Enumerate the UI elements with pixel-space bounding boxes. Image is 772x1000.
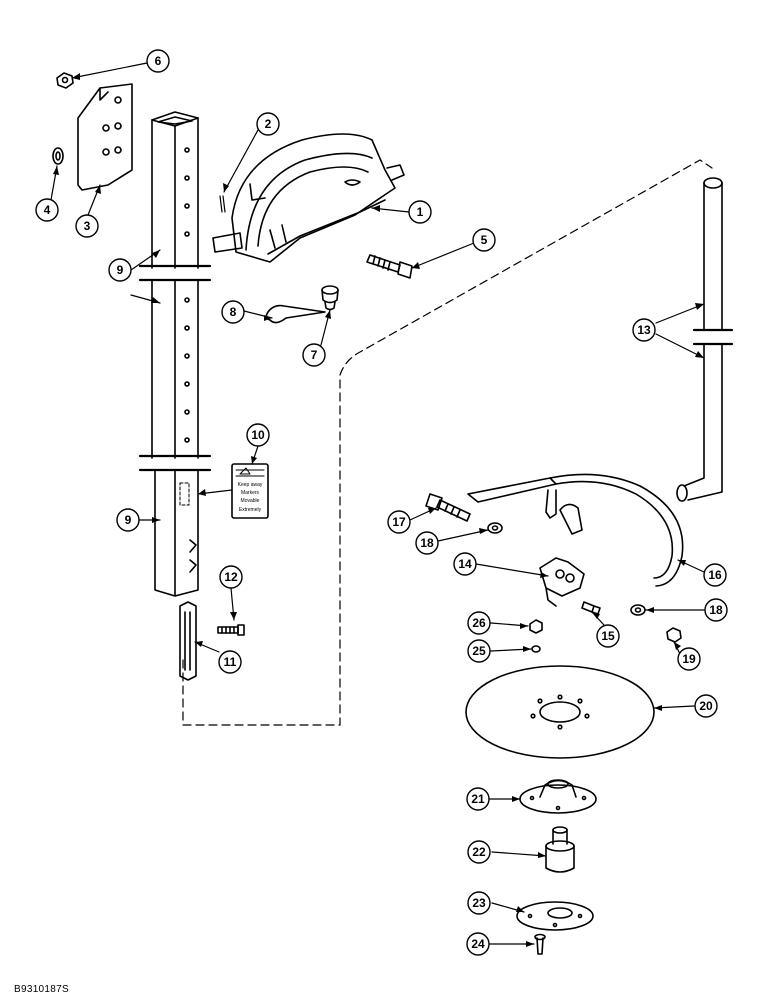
hub-14 xyxy=(539,557,585,607)
bushing-7 xyxy=(321,285,339,311)
decal xyxy=(231,463,269,519)
shield xyxy=(212,133,405,263)
washer-4 xyxy=(52,147,64,165)
callout-18b: 18 xyxy=(709,603,723,617)
pin-2 xyxy=(219,195,226,213)
washer-18b xyxy=(630,604,646,616)
decal-line-2: Markers xyxy=(241,490,260,496)
hair-pin-8 xyxy=(265,304,326,324)
callout-21: 21 xyxy=(471,792,485,806)
callout-3: 3 xyxy=(84,219,91,233)
callout-10: 10 xyxy=(251,428,265,442)
scraper xyxy=(467,473,684,587)
leader-lines xyxy=(50,62,705,945)
decal-line-4: Extremely xyxy=(239,507,262,513)
callout-17: 17 xyxy=(392,515,406,529)
marker-clip xyxy=(179,601,197,681)
callout-6: 6 xyxy=(155,54,162,68)
callout-9b: 9 xyxy=(125,513,132,527)
callout-15: 15 xyxy=(601,629,615,643)
callout-12: 12 xyxy=(224,570,238,584)
callout-26: 26 xyxy=(472,616,486,630)
callout-5: 5 xyxy=(481,233,488,247)
callout-7: 7 xyxy=(311,348,318,362)
callout-19: 19 xyxy=(682,652,696,666)
callout-25: 25 xyxy=(472,644,486,658)
callout-1: 1 xyxy=(417,205,424,219)
callout-11: 11 xyxy=(224,655,237,669)
group-dashed-line xyxy=(182,159,713,726)
callout-16: 16 xyxy=(708,568,722,582)
callout-9a: 9 xyxy=(117,263,124,277)
callout-13: 13 xyxy=(637,323,651,337)
disc-blade xyxy=(465,665,655,759)
callout-circles xyxy=(35,49,728,956)
marker-rod xyxy=(676,177,734,502)
spindle xyxy=(545,826,575,873)
square-tube xyxy=(138,111,212,597)
bearing-housing xyxy=(519,779,597,814)
nut-6 xyxy=(56,72,74,89)
washer-25 xyxy=(531,645,541,653)
callout-20: 20 xyxy=(699,699,713,713)
bracket-plate xyxy=(77,83,133,191)
callout-8: 8 xyxy=(230,305,237,319)
bolt-5 xyxy=(366,254,413,279)
screw-24 xyxy=(534,933,546,955)
callout-14: 14 xyxy=(458,557,472,571)
decal-line-1: Keep away xyxy=(238,482,263,488)
decal-line-3: Movable xyxy=(241,498,260,504)
screw-15 xyxy=(581,601,601,615)
bolt-17 xyxy=(425,493,471,522)
callout-23: 23 xyxy=(472,896,486,910)
reference-code: B9310187S xyxy=(14,984,69,995)
callout-24: 24 xyxy=(471,937,485,951)
nut-26 xyxy=(529,619,543,634)
cover-plate xyxy=(516,901,594,931)
callout-2: 2 xyxy=(265,117,272,131)
callout-4: 4 xyxy=(44,203,51,217)
washer-18a xyxy=(487,522,503,534)
nut-19 xyxy=(666,627,682,643)
callout-18a: 18 xyxy=(420,536,434,550)
callout-22: 22 xyxy=(472,845,486,859)
arrow-heads xyxy=(53,73,704,947)
screw-12 xyxy=(217,624,245,636)
